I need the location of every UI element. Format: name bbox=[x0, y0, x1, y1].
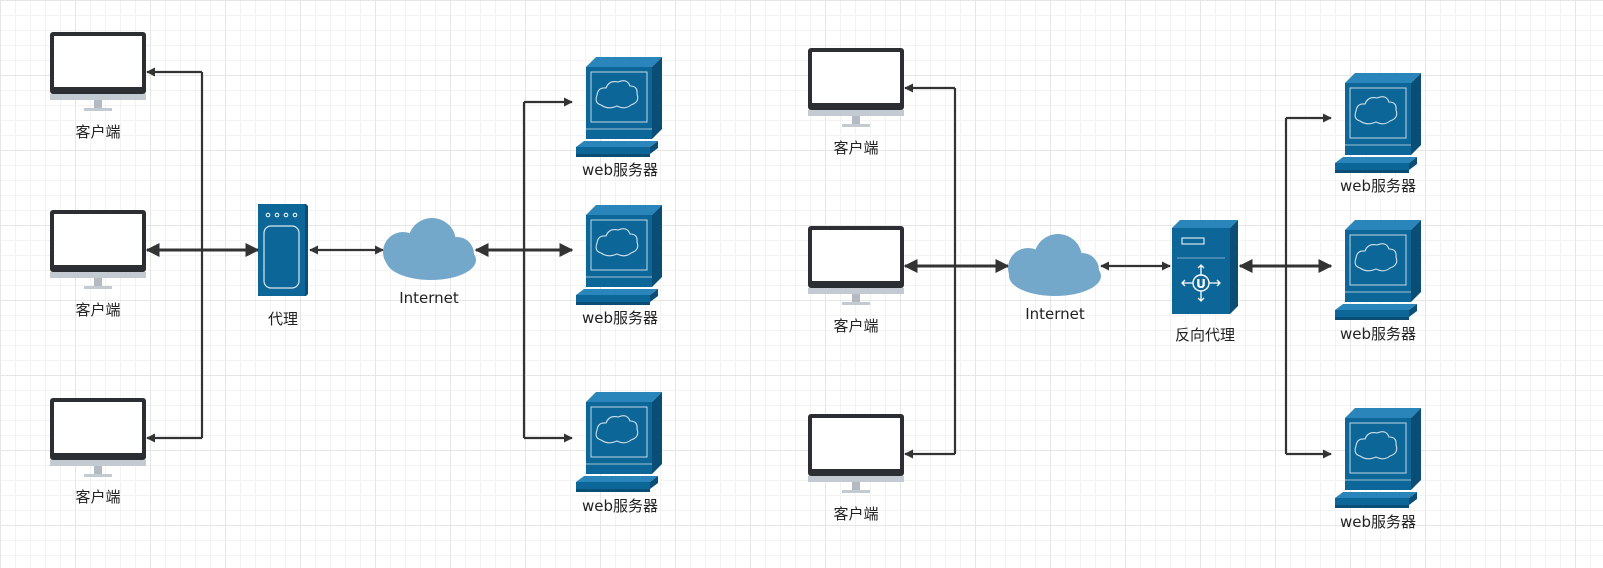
web-server-icon bbox=[1334, 407, 1422, 509]
proxy-server-icon bbox=[258, 204, 308, 296]
reverse-proxy-section: U bbox=[808, 48, 1422, 509]
server-connectors bbox=[1238, 113, 1333, 459]
client-monitor-icon bbox=[50, 398, 146, 477]
client-connectors bbox=[903, 83, 1010, 459]
forward-proxy-section bbox=[50, 32, 663, 493]
web-server-icon bbox=[575, 391, 663, 493]
client-monitor-icon bbox=[50, 210, 146, 289]
web-server-icon bbox=[1334, 219, 1422, 321]
client-monitor-icon bbox=[808, 414, 904, 493]
cloud-icon bbox=[383, 218, 476, 280]
reverse-proxy-server-icon: U bbox=[1172, 220, 1238, 314]
svg-text:U: U bbox=[1196, 277, 1206, 291]
client-monitor-icon bbox=[808, 48, 904, 127]
web-server-icon bbox=[1334, 72, 1422, 174]
client-monitor-icon bbox=[50, 32, 146, 111]
web-server-icon bbox=[575, 204, 663, 306]
web-server-icon bbox=[575, 56, 663, 158]
client-connectors bbox=[145, 67, 260, 443]
cloud-icon bbox=[1008, 234, 1101, 296]
client-monitor-icon bbox=[808, 226, 904, 305]
server-connectors bbox=[474, 97, 574, 443]
